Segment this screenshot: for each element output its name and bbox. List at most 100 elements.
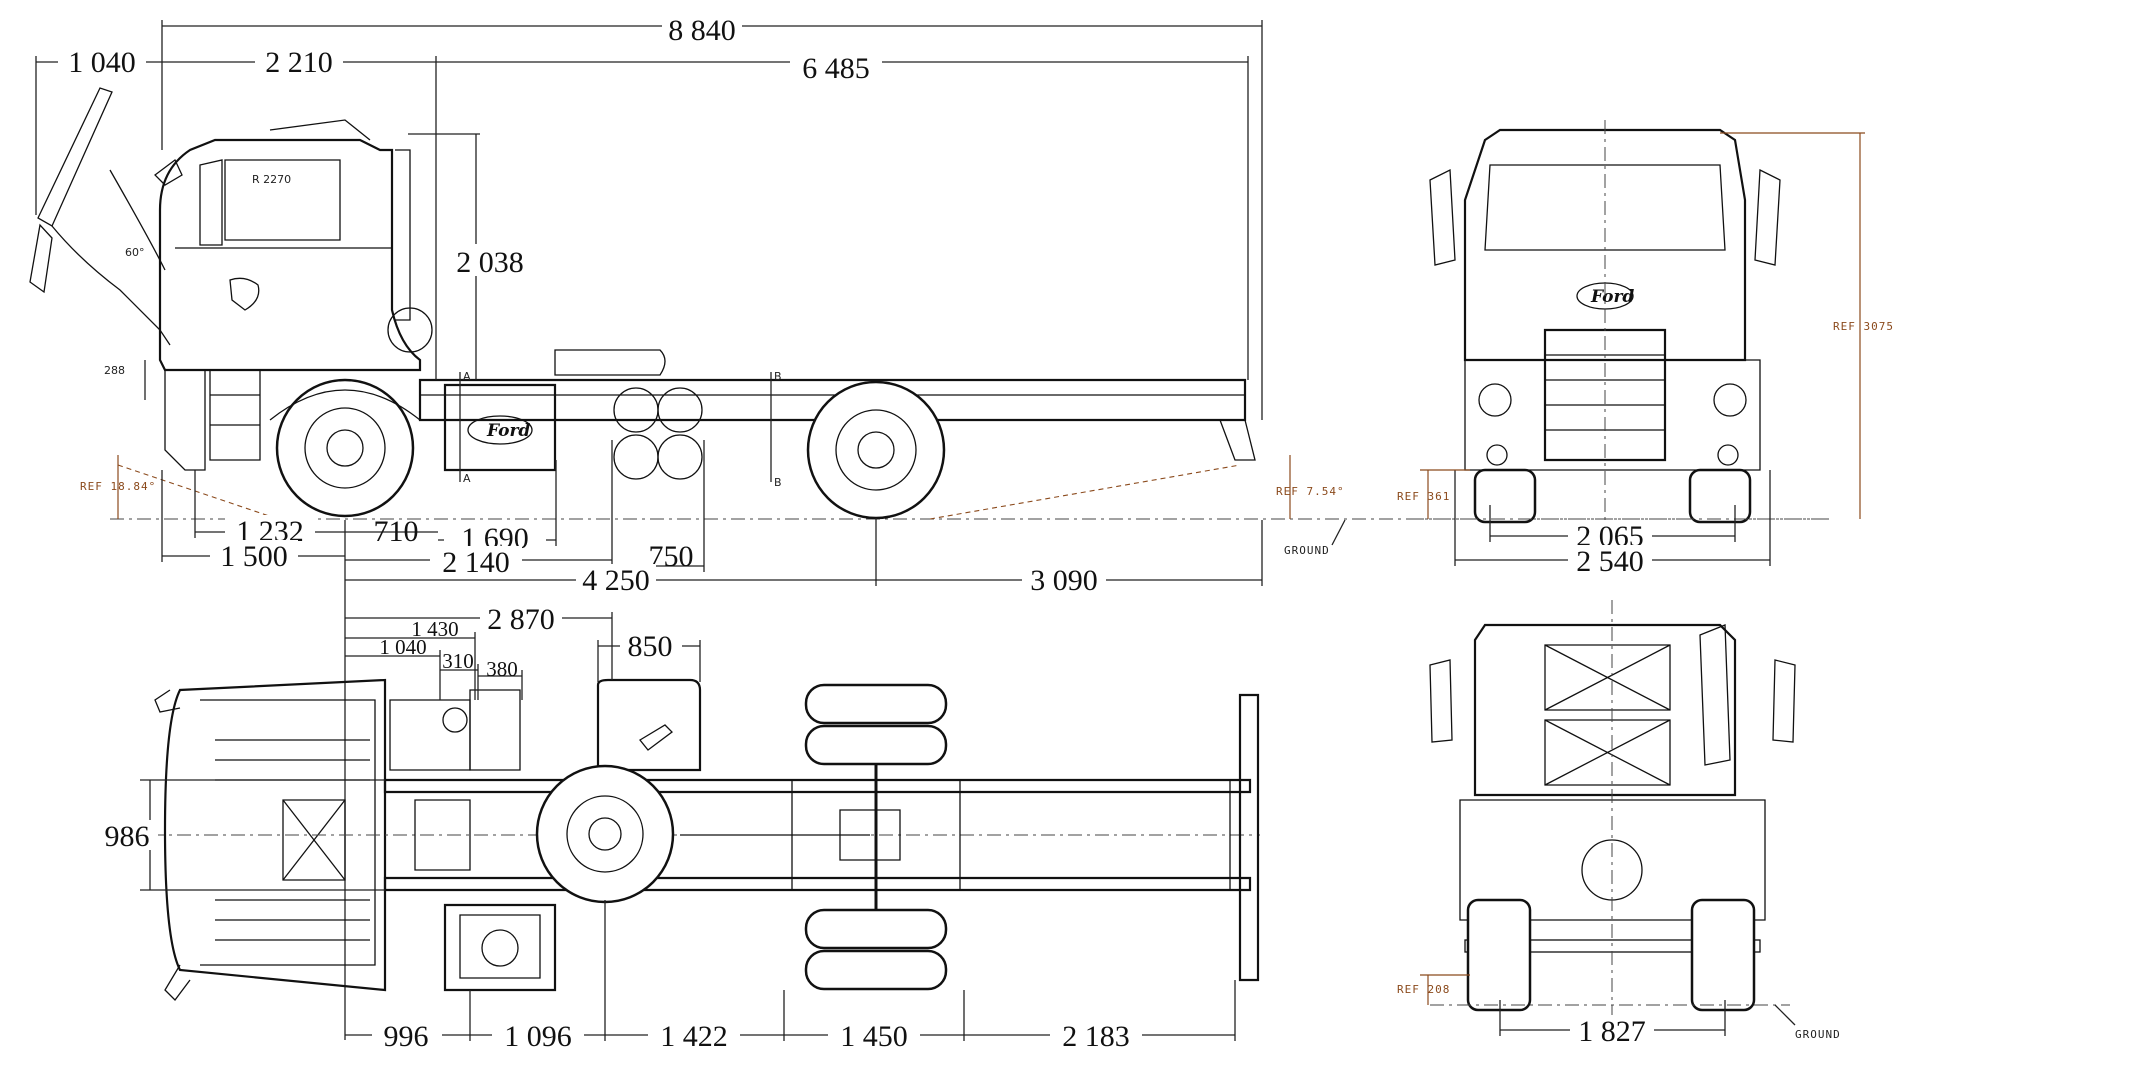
rear-tire-top-inner-l [804,724,948,766]
rear-tire-top-outer-r [804,949,948,991]
tilted-hood-panel [37,87,113,227]
section-b-bottom: B [774,476,782,489]
tilt-arc [109,169,166,271]
dim-rear-track: 1 827 [1578,1015,1646,1048]
front-tire-left [1473,468,1537,524]
dim-2140: 2 140 [442,546,510,579]
cab-window [224,159,341,241]
rear-tire-top-inner-r [804,908,948,950]
ref-rear-ground: REF 208 [1397,983,1450,996]
dim-top-310: 310 [442,649,474,673]
cab-top [163,678,387,992]
spare-wheel-top [535,764,675,904]
air-tank-3 [613,434,659,480]
air-tank-2 [657,387,703,433]
cab-handle [229,277,260,311]
rear-chassis-block [1459,799,1766,921]
dim-top-1430: 1 430 [411,617,458,641]
rear-view: 1 827 REF 208 GROUND [1397,600,1841,1048]
frame-rail-upper [383,778,1252,794]
dim-wheelbase: 4 250 [582,564,650,597]
cab-windshield-edge [199,159,223,246]
front-fender [269,389,421,421]
front-bumper [164,370,206,471]
front-mirror-right [1754,168,1781,266]
roof-ribs [215,739,370,941]
headlamp-left [1478,383,1512,417]
ref-height: REF 3075 [1833,320,1894,333]
air-tank-4 [657,434,703,480]
mirror-left-top [154,689,181,713]
section-a-bottom: A [463,472,471,485]
frame-rail-lower [383,876,1252,892]
dim-bottom-1422: 1 422 [660,1020,728,1053]
dim-front-overhang-open: 1 040 [68,46,136,79]
dim-top-2870: 2 870 [487,603,555,636]
battery-box [469,689,521,771]
rear-hitch [1219,419,1256,461]
dim-cab-to-end: 6 485 [802,52,870,85]
front-grille [1543,328,1667,462]
rear-mirror-right [1772,659,1796,743]
front-cab-outline [1463,128,1747,362]
rear-tire-right [1690,898,1756,1012]
ref-front-ground: REF 361 [1397,490,1450,503]
top-view: 2 870 1 430 1 040 310 380 850 986 996 [96,603,1260,1053]
tilted-hood-arc [51,225,171,346]
dim-top-850: 850 [628,630,673,663]
front-mirror-left [1429,168,1456,266]
fuel-tank-side [554,349,666,376]
side-view: Ford A A B B REF 18.84° REF 7.54° R 2270… [29,14,1830,1040]
front-windshield [1484,164,1726,251]
dim-bottom-1096: 1 096 [504,1020,572,1053]
tool-box [443,383,557,472]
dim-top-1040: 1 040 [379,635,426,659]
dim-overall-width: 2 540 [1576,545,1644,578]
cab-roof-top [200,699,376,966]
muffler-top [443,903,557,992]
dim-frame-width: 986 [105,820,150,853]
rear-mirror-left [1429,659,1453,743]
fuel-tank-top [596,678,702,772]
front-view: Ford 2 065 2 540 REF 3075 REF [1397,120,1894,578]
dim-bottom-996: 996 [384,1020,429,1053]
side-mirror [154,158,183,186]
section-b-top: B [774,370,782,383]
cab-roof-line [269,119,371,141]
gearbox-top [414,799,471,871]
rear-tire-top-outer-l [804,683,948,725]
step-ladder [209,369,261,461]
tilted-mirror [29,223,53,294]
cab-rear-pillar [395,149,411,321]
headlamp-right [1713,383,1747,417]
section-a-top: A [463,370,471,383]
radius-label: R 2270 [252,173,291,186]
engine-top [389,699,471,771]
dim-bottom-2183: 2 183 [1062,1020,1130,1053]
rear-wheel [806,380,946,520]
exhaust-stack [1699,624,1731,766]
dim-cab-length: 2 210 [265,46,333,79]
tilt-angle-label: 60° [125,246,145,259]
ref-front-angle: REF 18.84° [80,480,156,493]
differential [839,809,901,861]
rear-tire-left [1466,898,1532,1012]
rear-crossmember [1238,693,1260,982]
front-approach-line [117,464,279,520]
dim-top-380: 380 [486,657,518,681]
front-wheel [275,378,415,518]
ford-oval-side [467,415,533,445]
dim-cab-height: 2 038 [456,246,524,279]
air-intake [387,307,433,353]
dim-1500: 1 500 [220,540,288,573]
dim-bottom-1450: 1 450 [840,1020,908,1053]
front-bumper-face [1464,359,1761,471]
ford-logo-front: Ford [1590,287,1634,307]
ground-label-rear: GROUND [1795,1028,1841,1041]
ground-label-side: GROUND [1284,544,1330,557]
dim-710: 710 [374,515,419,548]
ref-rear-angle: REF 7.54° [1276,485,1345,498]
front-tire-right [1688,468,1752,524]
dim-rear-overhang: 3 090 [1030,564,1098,597]
